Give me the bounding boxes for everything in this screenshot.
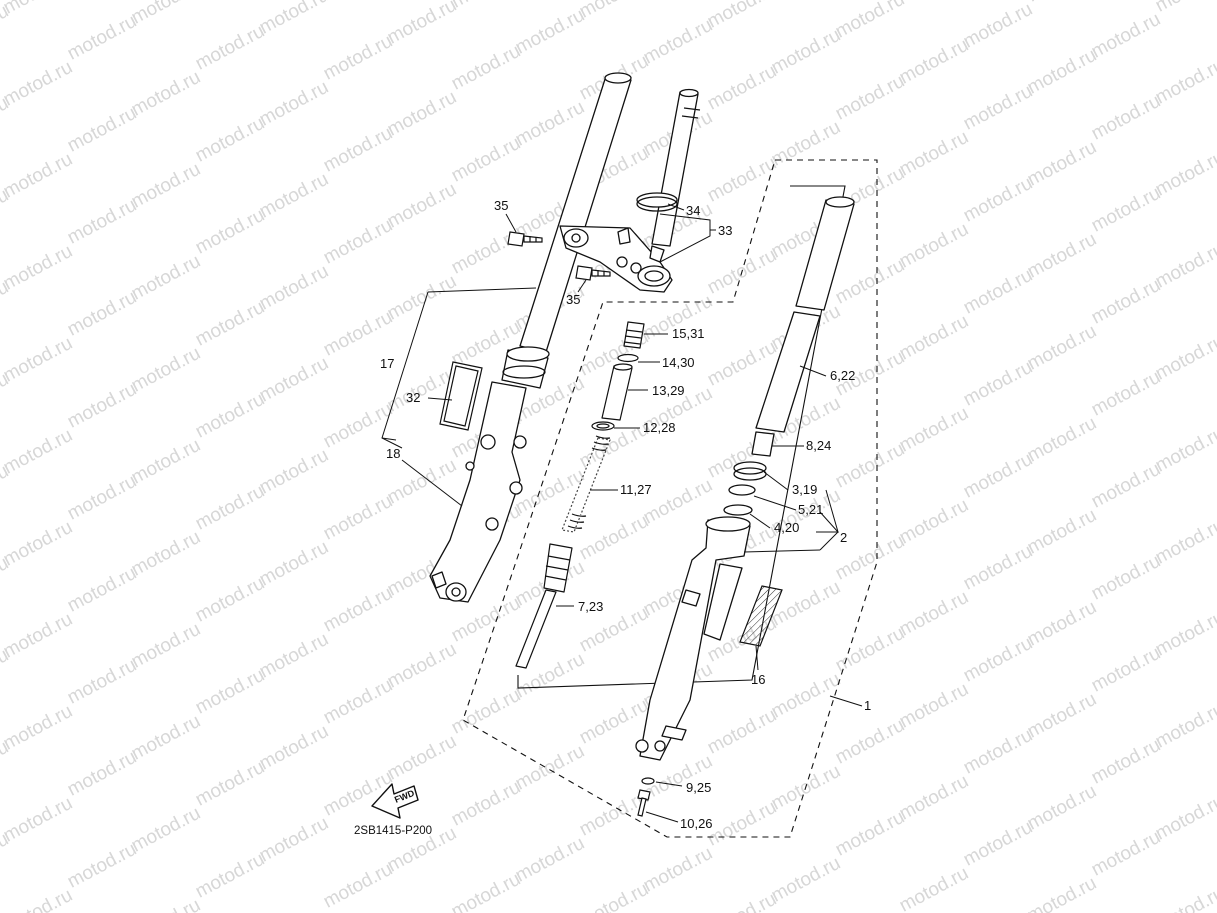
right-fork [635,196,855,761]
drain-bolt [637,777,655,817]
callout-1: 1 [864,698,871,713]
callout-11-27: 11,27 [620,482,652,497]
callout-6-22: 6,22 [830,368,855,383]
callout-8-24: 8,24 [806,438,831,453]
callout-2: 2 [840,530,847,545]
callout-12-28: 12,28 [643,420,676,435]
fwd-arrow: FWD [371,783,419,819]
assembly-outline-inner [517,185,846,689]
callout-4-20: 4,20 [774,520,799,535]
callout-17: 17 [380,356,394,371]
reflector [439,361,483,431]
callout-13-29: 13,29 [652,383,685,398]
bolts [507,231,611,281]
callout-35-upper: 35 [494,198,508,213]
left-outer-tube [429,381,527,603]
steering-stem [559,88,701,293]
callout-14-30: 14,30 [662,355,695,370]
callout-labels: 35 35 34 33 17 32 18 15,31 14,30 13,29 1… [354,198,871,837]
callout-15-31: 15,31 [672,326,705,341]
diagram-code: 2SB1415-P200 [354,825,432,837]
left-fork [429,72,632,603]
callout-35-lower: 35 [566,292,580,307]
reflector-16 [739,585,783,647]
callout-5-21: 5,21 [798,502,823,517]
callout-32: 32 [406,390,420,405]
callout-3-19: 3,19 [792,482,817,497]
callout-9-25: 9,25 [686,780,711,795]
damper-parts [515,321,645,669]
callout-10-26: 10,26 [680,816,713,831]
callout-33: 33 [718,223,732,238]
left-inner-tube [519,75,632,353]
leader-lines [381,203,863,823]
callout-18: 18 [386,446,400,461]
assembly-outline-1 [462,159,878,838]
callout-7-23: 7,23 [578,599,603,614]
callout-34: 34 [686,203,700,218]
callout-16: 16 [751,672,765,687]
